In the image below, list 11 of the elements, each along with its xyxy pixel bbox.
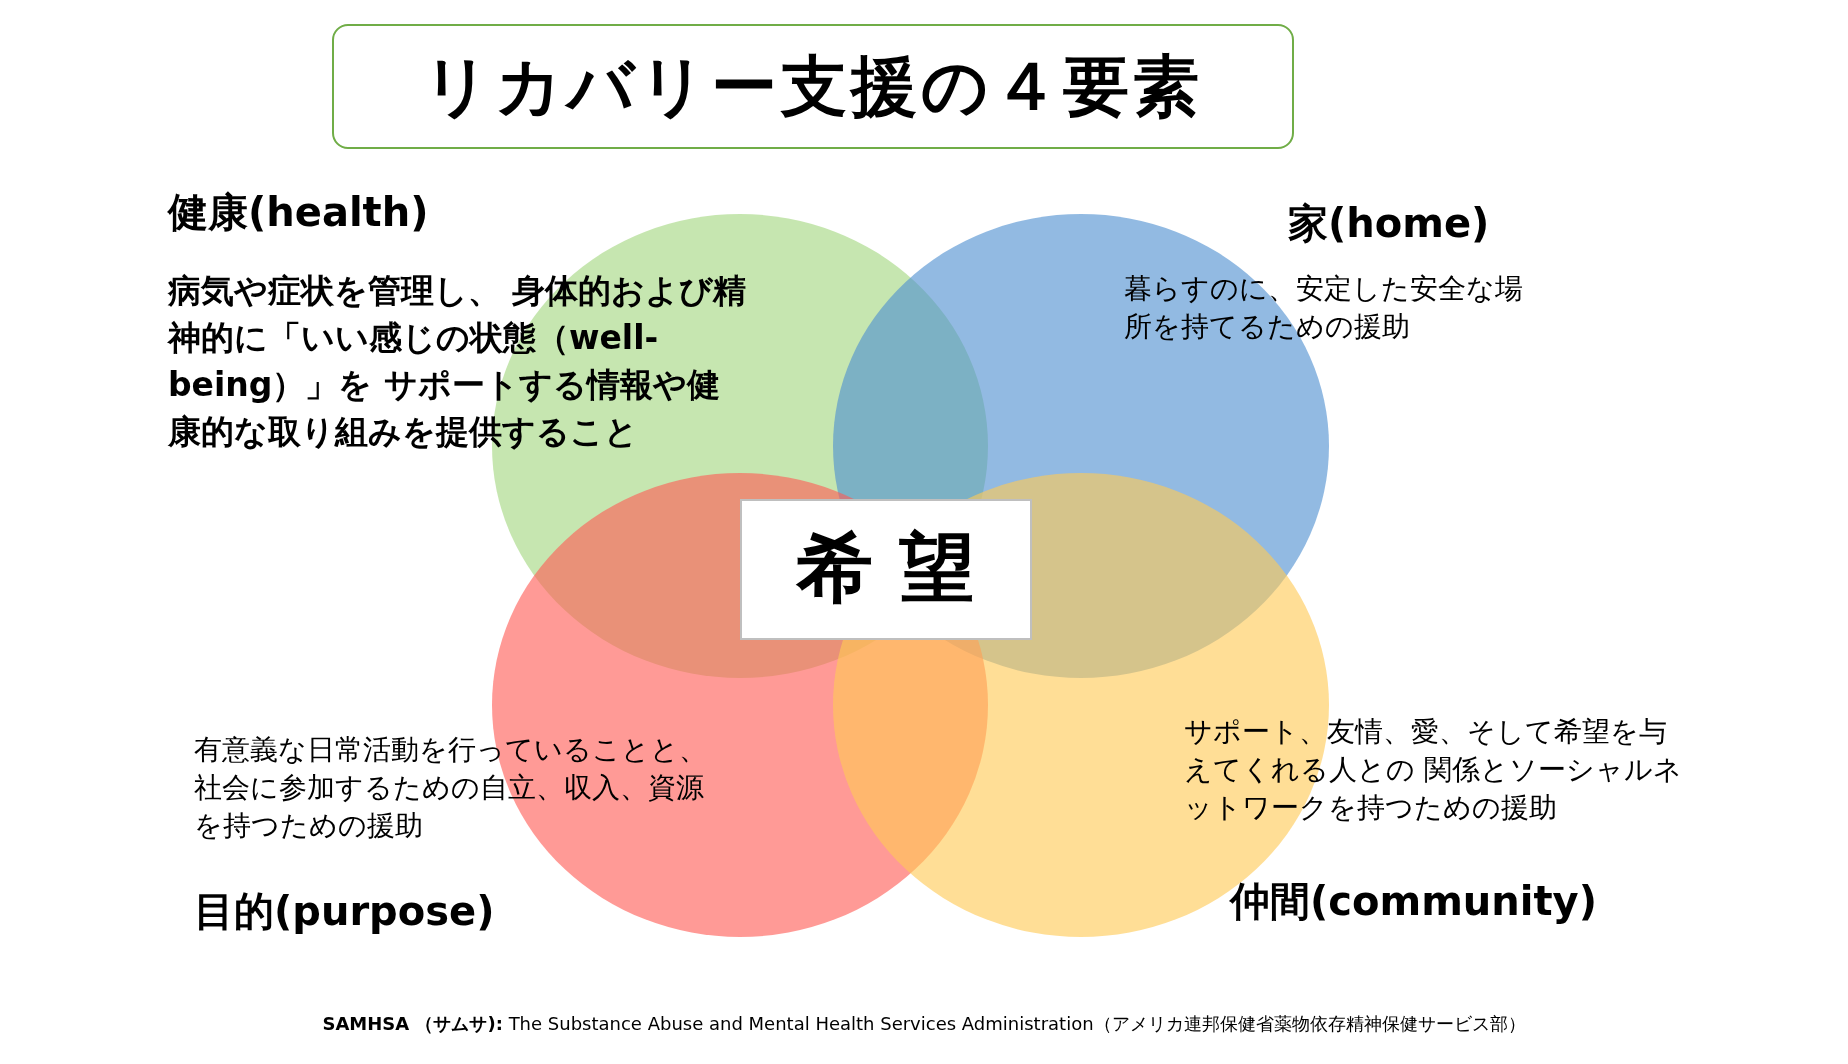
element-heading: 健康(health)	[168, 188, 430, 237]
element-description: 有意義な日常活動を行っていることと、社会に参加するための自立、収入、資源を持つための援助	[194, 732, 708, 844]
element-description: 暮らすのに、安定した安全な場所を持てるための援助	[1124, 271, 1524, 345]
element-heading: 家(home)	[1288, 199, 1491, 248]
element-heading: 仲間(community)	[1230, 877, 1598, 926]
source-note: SAMHSA （サムサ): The Substance Abuse and Mental Health Services Administration（アメリカ連邦保健省薬物依存精神保健サービス部）	[321, 1012, 1527, 1036]
title-box: リカバリー支援の４要素	[332, 24, 1294, 149]
element-description: サポート、友情、愛、そして希望を与えてくれる人との 関係とソーシャルネットワークを持つための援助	[1184, 714, 1683, 826]
center-label-box: 希 望	[740, 499, 1032, 640]
element-heading: 目的(purpose)	[194, 887, 496, 936]
element-description: 病気や症状を管理し、 身体的および精神的に「いい感じの状態（well-being）」を サポートする情報や健康的な取り組みを提供すること	[168, 270, 748, 453]
